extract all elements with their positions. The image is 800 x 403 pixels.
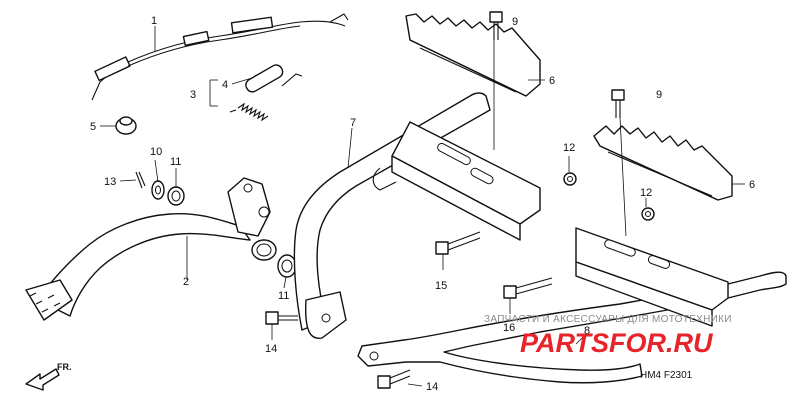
callout-10: 10 — [150, 146, 162, 158]
part-15-bolt — [435, 231, 481, 255]
callout-6-upper: 6 — [549, 75, 555, 87]
watermark-logo: PARTSFOR.RU — [520, 328, 714, 358]
callout-13: 13 — [104, 176, 116, 188]
part-12-nut-lower — [641, 207, 655, 221]
callout-9-lower: 9 — [656, 89, 662, 101]
part-1-brake-cable — [91, 13, 349, 101]
part-14-bolt-lower — [377, 369, 411, 389]
part-7-step-bar — [293, 92, 541, 340]
callout-14-lower: 14 — [426, 381, 438, 393]
callout-numbers: 1 2 3 4 5 6 6 7 8 9 9 10 11 11 12 12 13 … — [90, 15, 755, 393]
callout-11-upper: 11 — [170, 156, 181, 168]
part-6-footpeg-upper — [405, 13, 541, 97]
callout-4: 4 — [222, 79, 228, 91]
part-9-bolt-lower — [611, 89, 625, 118]
part-8-step-bar-lower — [357, 227, 787, 384]
part-11-seal-upper — [167, 186, 185, 206]
callout-9-upper: 9 — [512, 16, 518, 28]
callout-12-lower: 12 — [640, 187, 652, 199]
part-12-nut-upper — [563, 172, 577, 186]
part-10-washer — [151, 180, 165, 200]
callout-15: 15 — [435, 280, 447, 292]
callout-6-lower: 6 — [749, 179, 755, 191]
part-2-brake-pedal — [25, 177, 277, 321]
part-11-seal-lower — [277, 254, 297, 278]
callout-16: 16 — [503, 322, 515, 334]
callout-3: 3 — [190, 89, 196, 101]
callout-8: 8 — [584, 325, 590, 337]
front-label: FR. — [57, 362, 72, 372]
part-14-bolt-upper — [265, 311, 298, 325]
part-3-spring-assembly — [229, 64, 303, 122]
part-9-bolt-upper — [489, 11, 503, 40]
part-16-bolt — [503, 277, 553, 299]
watermark: ЗАПЧАСТИ И АКСЕССУАРЫ ДЛЯ МОТОТЕХНИКИ PA… — [484, 314, 732, 358]
callout-12-upper: 12 — [563, 142, 575, 154]
callout-5: 5 — [90, 121, 96, 133]
callout-14-upper: 14 — [265, 343, 277, 355]
front-direction-arrow: FR. — [25, 362, 72, 391]
part-5-grommet — [115, 116, 137, 135]
diagram-code: HM4 F2301 — [640, 370, 693, 381]
leader-lines — [100, 26, 745, 387]
watermark-text: ЗАПЧАСТИ И АКСЕССУАРЫ ДЛЯ МОТОТЕХНИКИ — [484, 314, 732, 325]
callout-2: 2 — [183, 276, 189, 288]
part-6-footpeg-lower — [593, 125, 733, 201]
part-13-cotter-pin — [135, 171, 146, 189]
callout-11-lower: 11 — [278, 290, 289, 302]
callout-7: 7 — [350, 117, 356, 129]
callout-1: 1 — [151, 15, 157, 27]
